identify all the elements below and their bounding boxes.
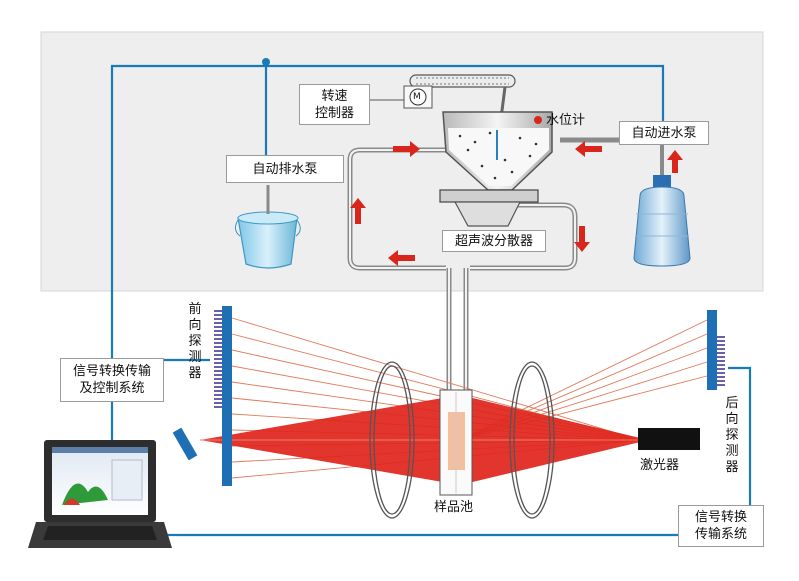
flow-arrow bbox=[575, 141, 602, 157]
disperser-tank-icon bbox=[439, 111, 553, 227]
fourier-lenses bbox=[369, 361, 555, 519]
speed-controller-label: 转速 控制器 bbox=[299, 84, 370, 125]
motor-icon bbox=[403, 85, 433, 109]
rear-detector-label: 后向探测器 bbox=[725, 396, 739, 475]
flow-arrow bbox=[574, 226, 590, 252]
sample-cell-icon bbox=[439, 389, 473, 496]
laser-source-icon bbox=[638, 428, 700, 450]
water-bottle-icon bbox=[633, 175, 691, 267]
flow-arrows bbox=[350, 141, 683, 266]
wire-junction bbox=[262, 58, 270, 66]
flow-arrow bbox=[388, 250, 415, 266]
flow-arrow bbox=[350, 198, 366, 224]
flow-arrow bbox=[393, 141, 420, 157]
signal-transfer-control-label: 信号转换传输 及控制系统 bbox=[60, 358, 164, 402]
rear-detector-icon bbox=[707, 310, 725, 390]
flow-arrow bbox=[667, 150, 683, 173]
front-detector-icon bbox=[214, 306, 232, 486]
signal-transfer-label: 信号转换 传输系统 bbox=[678, 505, 764, 547]
auto-inlet-pump-label: 自动进水泵 bbox=[619, 121, 709, 145]
motor-symbol: M bbox=[413, 92, 421, 102]
laser-label: 激光器 bbox=[640, 458, 680, 473]
auto-drain-pump-label: 自动排水泵 bbox=[226, 155, 344, 183]
water-gauge-label: 水位计 bbox=[546, 113, 586, 128]
front-detector-label: 前向探测器 bbox=[188, 302, 202, 381]
ultrasonic-disperser-label: 超声波分散器 bbox=[442, 230, 546, 252]
bucket-icon bbox=[234, 185, 301, 269]
mirror-icon bbox=[172, 427, 198, 461]
laptop-icon bbox=[28, 440, 172, 548]
sample-cell-label: 样品池 bbox=[434, 500, 474, 515]
scatter-ray bbox=[231, 317, 641, 441]
